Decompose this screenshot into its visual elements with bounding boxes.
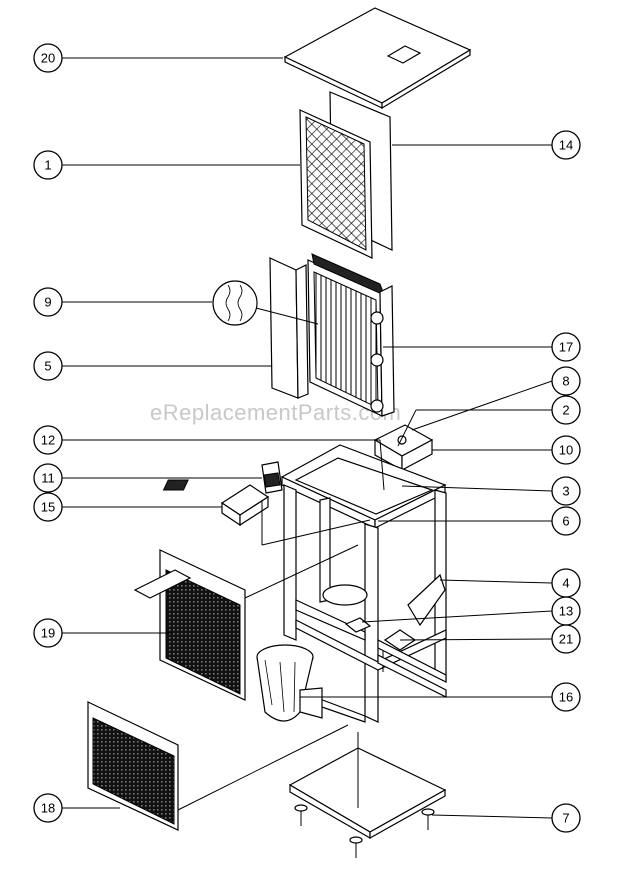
bracket-part <box>220 484 270 527</box>
front-grille-part <box>133 544 359 701</box>
callout-8: 8 <box>551 366 581 396</box>
callout-13: 13 <box>551 596 581 626</box>
callout-11: 11 <box>33 463 63 493</box>
callout-number: 14 <box>559 138 573 153</box>
callout-19: 19 <box>33 618 63 648</box>
float-switch-part <box>261 461 283 494</box>
callout-number: 20 <box>41 51 55 66</box>
blower-housing-part <box>256 644 323 722</box>
callout-number: 5 <box>44 359 51 374</box>
cabinet-frame-part <box>280 444 447 723</box>
callout-number: 7 <box>562 811 569 826</box>
top-cover-part <box>283 7 472 110</box>
callout-number: 2 <box>562 403 569 418</box>
callout-12: 12 <box>33 425 63 455</box>
callout-5: 5 <box>33 351 63 381</box>
callout-16: 16 <box>551 682 581 712</box>
callout-number: 1 <box>44 158 51 173</box>
callout-3: 3 <box>551 476 581 506</box>
filter-mesh-part <box>299 109 373 259</box>
rear-grille-part <box>87 701 349 831</box>
callout-number: 6 <box>562 514 569 529</box>
evaporative-media-assembly <box>269 253 395 417</box>
right-louver-part <box>377 639 447 698</box>
callout-number: 12 <box>41 433 55 448</box>
callout-number: 3 <box>562 484 569 499</box>
callout-number: 10 <box>559 443 573 458</box>
callout-1: 1 <box>33 150 63 180</box>
callout-number: 9 <box>44 295 51 310</box>
media-detail-bubble <box>212 280 319 326</box>
callout-18: 18 <box>33 793 63 823</box>
callout-number: 15 <box>41 500 55 515</box>
control-box-part <box>162 424 434 491</box>
callout-9: 9 <box>33 287 63 317</box>
callout-2: 2 <box>551 395 581 425</box>
callout-number: 16 <box>559 690 573 705</box>
callout-6: 6 <box>551 506 581 536</box>
callout-number: 13 <box>559 604 573 619</box>
callout-15: 15 <box>33 492 63 522</box>
callout-7: 7 <box>551 803 581 833</box>
callout-number: 21 <box>559 632 573 647</box>
base-plate-part <box>288 732 447 858</box>
callout-number: 17 <box>559 340 573 355</box>
caster-part <box>294 804 435 858</box>
callout-number: 11 <box>41 471 55 486</box>
callout-20: 20 <box>33 43 63 73</box>
callout-number: 8 <box>562 374 569 389</box>
callout-number: 19 <box>41 626 55 641</box>
callout-14: 14 <box>551 130 581 160</box>
callout-leaders <box>62 57 553 819</box>
callout-4: 4 <box>551 568 581 598</box>
callout-number: 4 <box>562 576 569 591</box>
callout-10: 10 <box>551 435 581 465</box>
callout-21: 21 <box>551 624 581 654</box>
callout-number: 18 <box>41 801 55 816</box>
callout-17: 17 <box>551 332 581 362</box>
